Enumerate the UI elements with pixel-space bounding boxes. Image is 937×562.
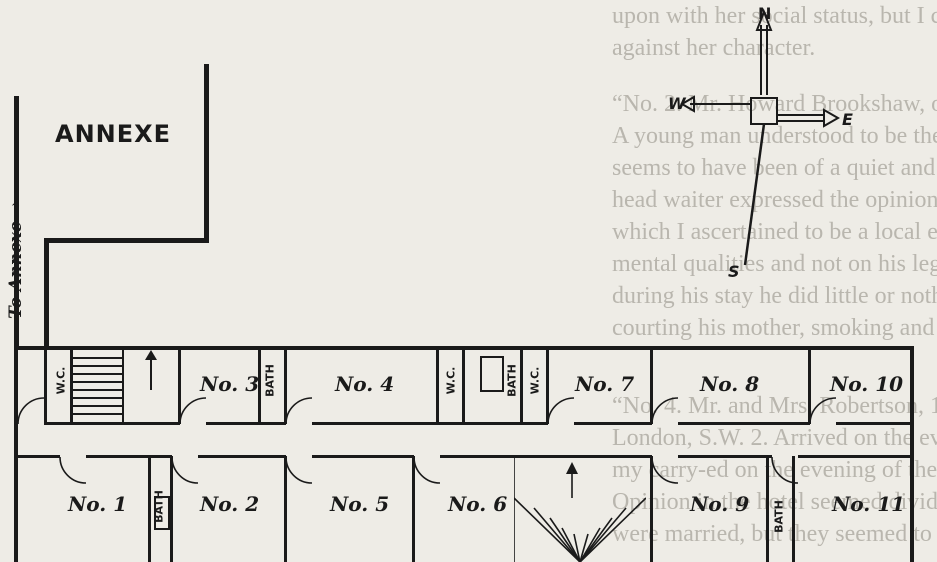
door-gap (172, 454, 198, 459)
corridor-bottom-wall (14, 455, 914, 458)
bg-line: courting his mother, smoking and reading… (612, 315, 937, 341)
compass-icon (680, 9, 840, 266)
bg-line: mental qualities and not on his legitima… (612, 251, 937, 277)
bg-line: during his stay he did little or nothing… (612, 283, 937, 309)
room-8-label: No. 8 (700, 372, 760, 396)
door-gap (286, 454, 312, 459)
bg-line: which I ascertained to be a local expres… (612, 219, 937, 245)
room-9-label: No. 9 (690, 492, 750, 516)
room-4-label: No. 4 (335, 372, 395, 396)
room-2-label: No. 2 (200, 492, 260, 516)
left-outer-wall (14, 346, 18, 562)
partition (436, 346, 439, 424)
partition (412, 456, 415, 562)
partition (70, 346, 73, 424)
door-gap (772, 454, 798, 459)
bg-line: Opinion in the hotel seemed divided as t… (612, 489, 937, 515)
annexe-title: ANNEXE (55, 120, 172, 148)
compass-west: W (668, 94, 686, 113)
compass-east: E (842, 110, 853, 129)
room-1-label: No. 1 (68, 492, 128, 516)
door-gap (810, 421, 836, 426)
room-5-label: No. 5 (330, 492, 390, 516)
door-gap (180, 421, 206, 426)
room-6-label: No. 6 (448, 492, 508, 516)
door-gap (286, 421, 312, 426)
annexe-left-wall (14, 96, 19, 346)
bg-line: A young man understood to be the son of … (612, 123, 937, 149)
stairs-bottom (514, 458, 646, 562)
right-outer-wall (910, 346, 914, 562)
partition (258, 346, 261, 424)
partition (520, 346, 523, 424)
bathtub-icon (480, 356, 504, 392)
room-10-label: No. 10 (830, 372, 904, 396)
partition (766, 456, 769, 562)
annexe-right-wall (204, 64, 209, 242)
door-gap (652, 454, 678, 459)
partition (650, 456, 653, 562)
door-gap (652, 421, 678, 426)
door-gap (548, 421, 574, 426)
compass-south: S (728, 262, 740, 281)
room-3-label: No. 3 (200, 372, 260, 396)
bg-line: London, S.W. 2. Arrived on the evening o… (612, 425, 937, 451)
partition (44, 346, 47, 424)
bg-line: against her character. (612, 35, 816, 61)
compass-north: N (758, 4, 772, 23)
partition (170, 456, 173, 562)
bg-line: head waiter expressed the opinion that h… (612, 187, 937, 213)
partition (284, 456, 287, 562)
annexe-bottom-wall (44, 238, 209, 243)
bg-line: upon with her social status, but I could… (612, 3, 937, 29)
partition (148, 456, 151, 562)
partition (284, 346, 287, 424)
door-gap (18, 421, 44, 426)
partition (650, 346, 653, 424)
bg-line: were married, but they seemed to be atta… (612, 521, 937, 547)
annexe-passage-wall (44, 238, 49, 348)
partition (546, 346, 549, 424)
partition (792, 456, 795, 562)
door-gap (414, 454, 440, 459)
bg-line: seems to have been of a quiet and retiri… (612, 155, 937, 181)
door-gap (60, 454, 86, 459)
partition (462, 346, 465, 424)
partition (808, 346, 811, 424)
bathtub-icon (154, 496, 170, 530)
room-7-label: No. 7 (575, 372, 635, 396)
bg-line: “No. 2. Mr. Howard Brookshaw, of the sam… (612, 91, 937, 117)
bg-line: “No. 4. Mr. and Mrs. Robertson, 18, Albe… (612, 393, 937, 419)
stairs-top (73, 350, 157, 422)
partition (178, 346, 181, 424)
room-11-label: No. 11 (832, 492, 906, 516)
